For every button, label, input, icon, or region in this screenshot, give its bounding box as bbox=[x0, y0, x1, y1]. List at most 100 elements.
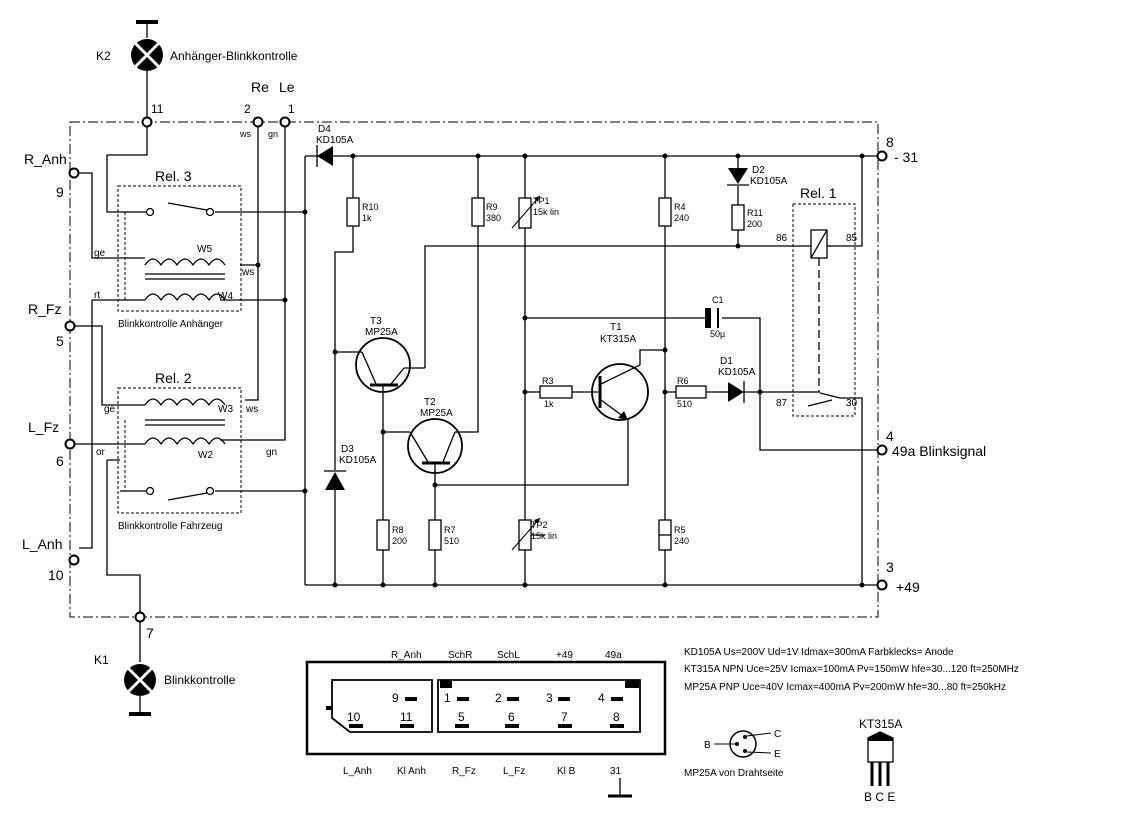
t3-name: T3 bbox=[370, 316, 382, 327]
spec-kd105a: KD105A Us=200V Ud=1V Idmax=300mA Farbkle… bbox=[684, 647, 954, 658]
terminal-2 bbox=[252, 116, 264, 128]
terminal-4-label: 4 bbox=[886, 428, 894, 444]
d3-name: D3 bbox=[341, 444, 354, 455]
conn-top-label-4: 49a bbox=[605, 650, 622, 661]
r4-name: R4 bbox=[674, 202, 686, 212]
r5-name: R5 bbox=[674, 525, 686, 535]
conn-top-label-0: R_Anh bbox=[391, 650, 422, 661]
rel2-caption: Blinkkontrolle Fahrzeug bbox=[118, 521, 223, 532]
conn-top-label-2: SchL bbox=[497, 650, 520, 661]
r7-name: R7 bbox=[444, 525, 456, 535]
kt315a-pinout bbox=[867, 731, 894, 786]
conn-pin-8: 8 bbox=[613, 710, 620, 724]
terminal-8 bbox=[876, 150, 888, 162]
tp2-name: TP2 bbox=[531, 520, 548, 530]
d2-name: D2 bbox=[752, 165, 765, 176]
diode-d4 bbox=[316, 145, 333, 167]
wire-gn-top: gn bbox=[268, 129, 278, 139]
resistor-r8 bbox=[376, 519, 390, 551]
conn-top-label-3: +49 bbox=[556, 650, 573, 661]
terminal-9 bbox=[68, 167, 80, 179]
capacitor-c1 bbox=[705, 308, 719, 328]
pin-86: 86 bbox=[776, 233, 788, 244]
potentiometer-tp2 bbox=[511, 517, 541, 551]
c1-value: 50µ bbox=[710, 329, 725, 339]
wire-gn-low: gn bbox=[266, 447, 277, 458]
terminal-7 bbox=[134, 611, 146, 623]
spec-mp25a: MP25A PNP Uce=40V Icmax=400mA Pv=200mW h… bbox=[684, 682, 1006, 693]
r-anh-label: R_Anh bbox=[24, 151, 67, 167]
conn-pin-9: 9 bbox=[392, 691, 399, 705]
wire-rt: rt bbox=[94, 290, 100, 301]
main-wiring bbox=[304, 155, 877, 586]
terminal-11-label: 11 bbox=[151, 102, 164, 116]
t2-type: MP25A bbox=[420, 408, 453, 419]
wire-ge: ge bbox=[94, 248, 106, 259]
k2-label: Anhänger-Blinkkontrolle bbox=[170, 49, 298, 63]
terminal-1 bbox=[279, 116, 291, 128]
wire-ws-low: ws bbox=[245, 404, 258, 415]
conn-top-label-1: SchR bbox=[448, 650, 472, 661]
r6-value: 510 bbox=[677, 399, 692, 409]
transistor-t3 bbox=[355, 337, 411, 393]
mp25a-pin-e: E bbox=[774, 749, 781, 760]
rel3-caption: Blinkkontrolle Anhänger bbox=[118, 319, 224, 330]
conn-pin-10: 10 bbox=[347, 710, 361, 724]
d4-type: KD105A bbox=[316, 135, 354, 146]
d2-type: KD105A bbox=[750, 176, 788, 187]
terminal-3 bbox=[876, 579, 888, 591]
terminal-3-label: 3 bbox=[886, 559, 894, 575]
w3-label: W3 bbox=[218, 404, 233, 415]
r10-value: 1k bbox=[362, 213, 372, 223]
mp25a-pinout bbox=[714, 730, 772, 758]
t1-type: KT315A bbox=[600, 334, 636, 345]
terminal-31-label: - 31 bbox=[894, 149, 918, 165]
r10-name: R10 bbox=[362, 202, 379, 212]
connector-housing bbox=[305, 660, 667, 798]
terminal-5 bbox=[64, 320, 76, 332]
left-wiring bbox=[75, 127, 305, 612]
mp25a-pin-c: C bbox=[774, 729, 781, 740]
wire-ws-mid: ws bbox=[241, 267, 254, 278]
t3-type: MP25A bbox=[365, 327, 398, 338]
r11-value: 200 bbox=[747, 219, 762, 229]
terminal-7-label: 7 bbox=[146, 625, 154, 641]
tp1-value: 15k lin bbox=[533, 207, 559, 217]
potentiometer-tp1 bbox=[511, 195, 541, 229]
conn-pin-4: 4 bbox=[598, 691, 605, 705]
terminal-2-label: 2 bbox=[244, 102, 251, 116]
tp1-name: TP1 bbox=[533, 196, 550, 206]
resistor-r9 bbox=[471, 197, 485, 227]
relay-2 bbox=[117, 387, 242, 514]
junction-nodes bbox=[332, 153, 865, 588]
lamp-k2 bbox=[131, 20, 163, 118]
resistor-r6 bbox=[675, 385, 707, 399]
k1-id: K1 bbox=[94, 653, 109, 667]
l-fz-label: L_Fz bbox=[28, 419, 59, 435]
pin-87: 87 bbox=[776, 398, 788, 409]
r3-name: R3 bbox=[542, 376, 554, 386]
d1-type: KD105A bbox=[718, 367, 756, 378]
resistor-r11 bbox=[731, 204, 745, 231]
terminal-6-label: 6 bbox=[56, 453, 64, 469]
l-anh-label: L_Anh bbox=[22, 536, 62, 552]
k1-label: Blinkkontrolle bbox=[164, 673, 236, 687]
r5-value: 240 bbox=[674, 536, 689, 546]
relay-3 bbox=[117, 185, 242, 312]
conn-bottom-label-3: L_Fz bbox=[503, 766, 525, 777]
r4-value: 240 bbox=[674, 213, 689, 223]
le-label: Le bbox=[279, 79, 295, 95]
conn-pin-1: 1 bbox=[444, 691, 451, 705]
d4-name: D4 bbox=[318, 124, 331, 135]
conn-bottom-label-0: L_Anh bbox=[343, 766, 372, 777]
mp25a-pin-b: B bbox=[704, 740, 711, 751]
conn-bottom-label-4: Kl B bbox=[557, 766, 576, 777]
resistor-r3 bbox=[539, 385, 573, 399]
conn-pin-5: 5 bbox=[458, 710, 465, 724]
terminal-5-label: 5 bbox=[56, 333, 64, 349]
re-label: Re bbox=[251, 79, 269, 95]
w4-label: W4 bbox=[218, 291, 233, 302]
t1-name: T1 bbox=[610, 322, 622, 333]
terminal-8-label: 8 bbox=[886, 134, 894, 150]
